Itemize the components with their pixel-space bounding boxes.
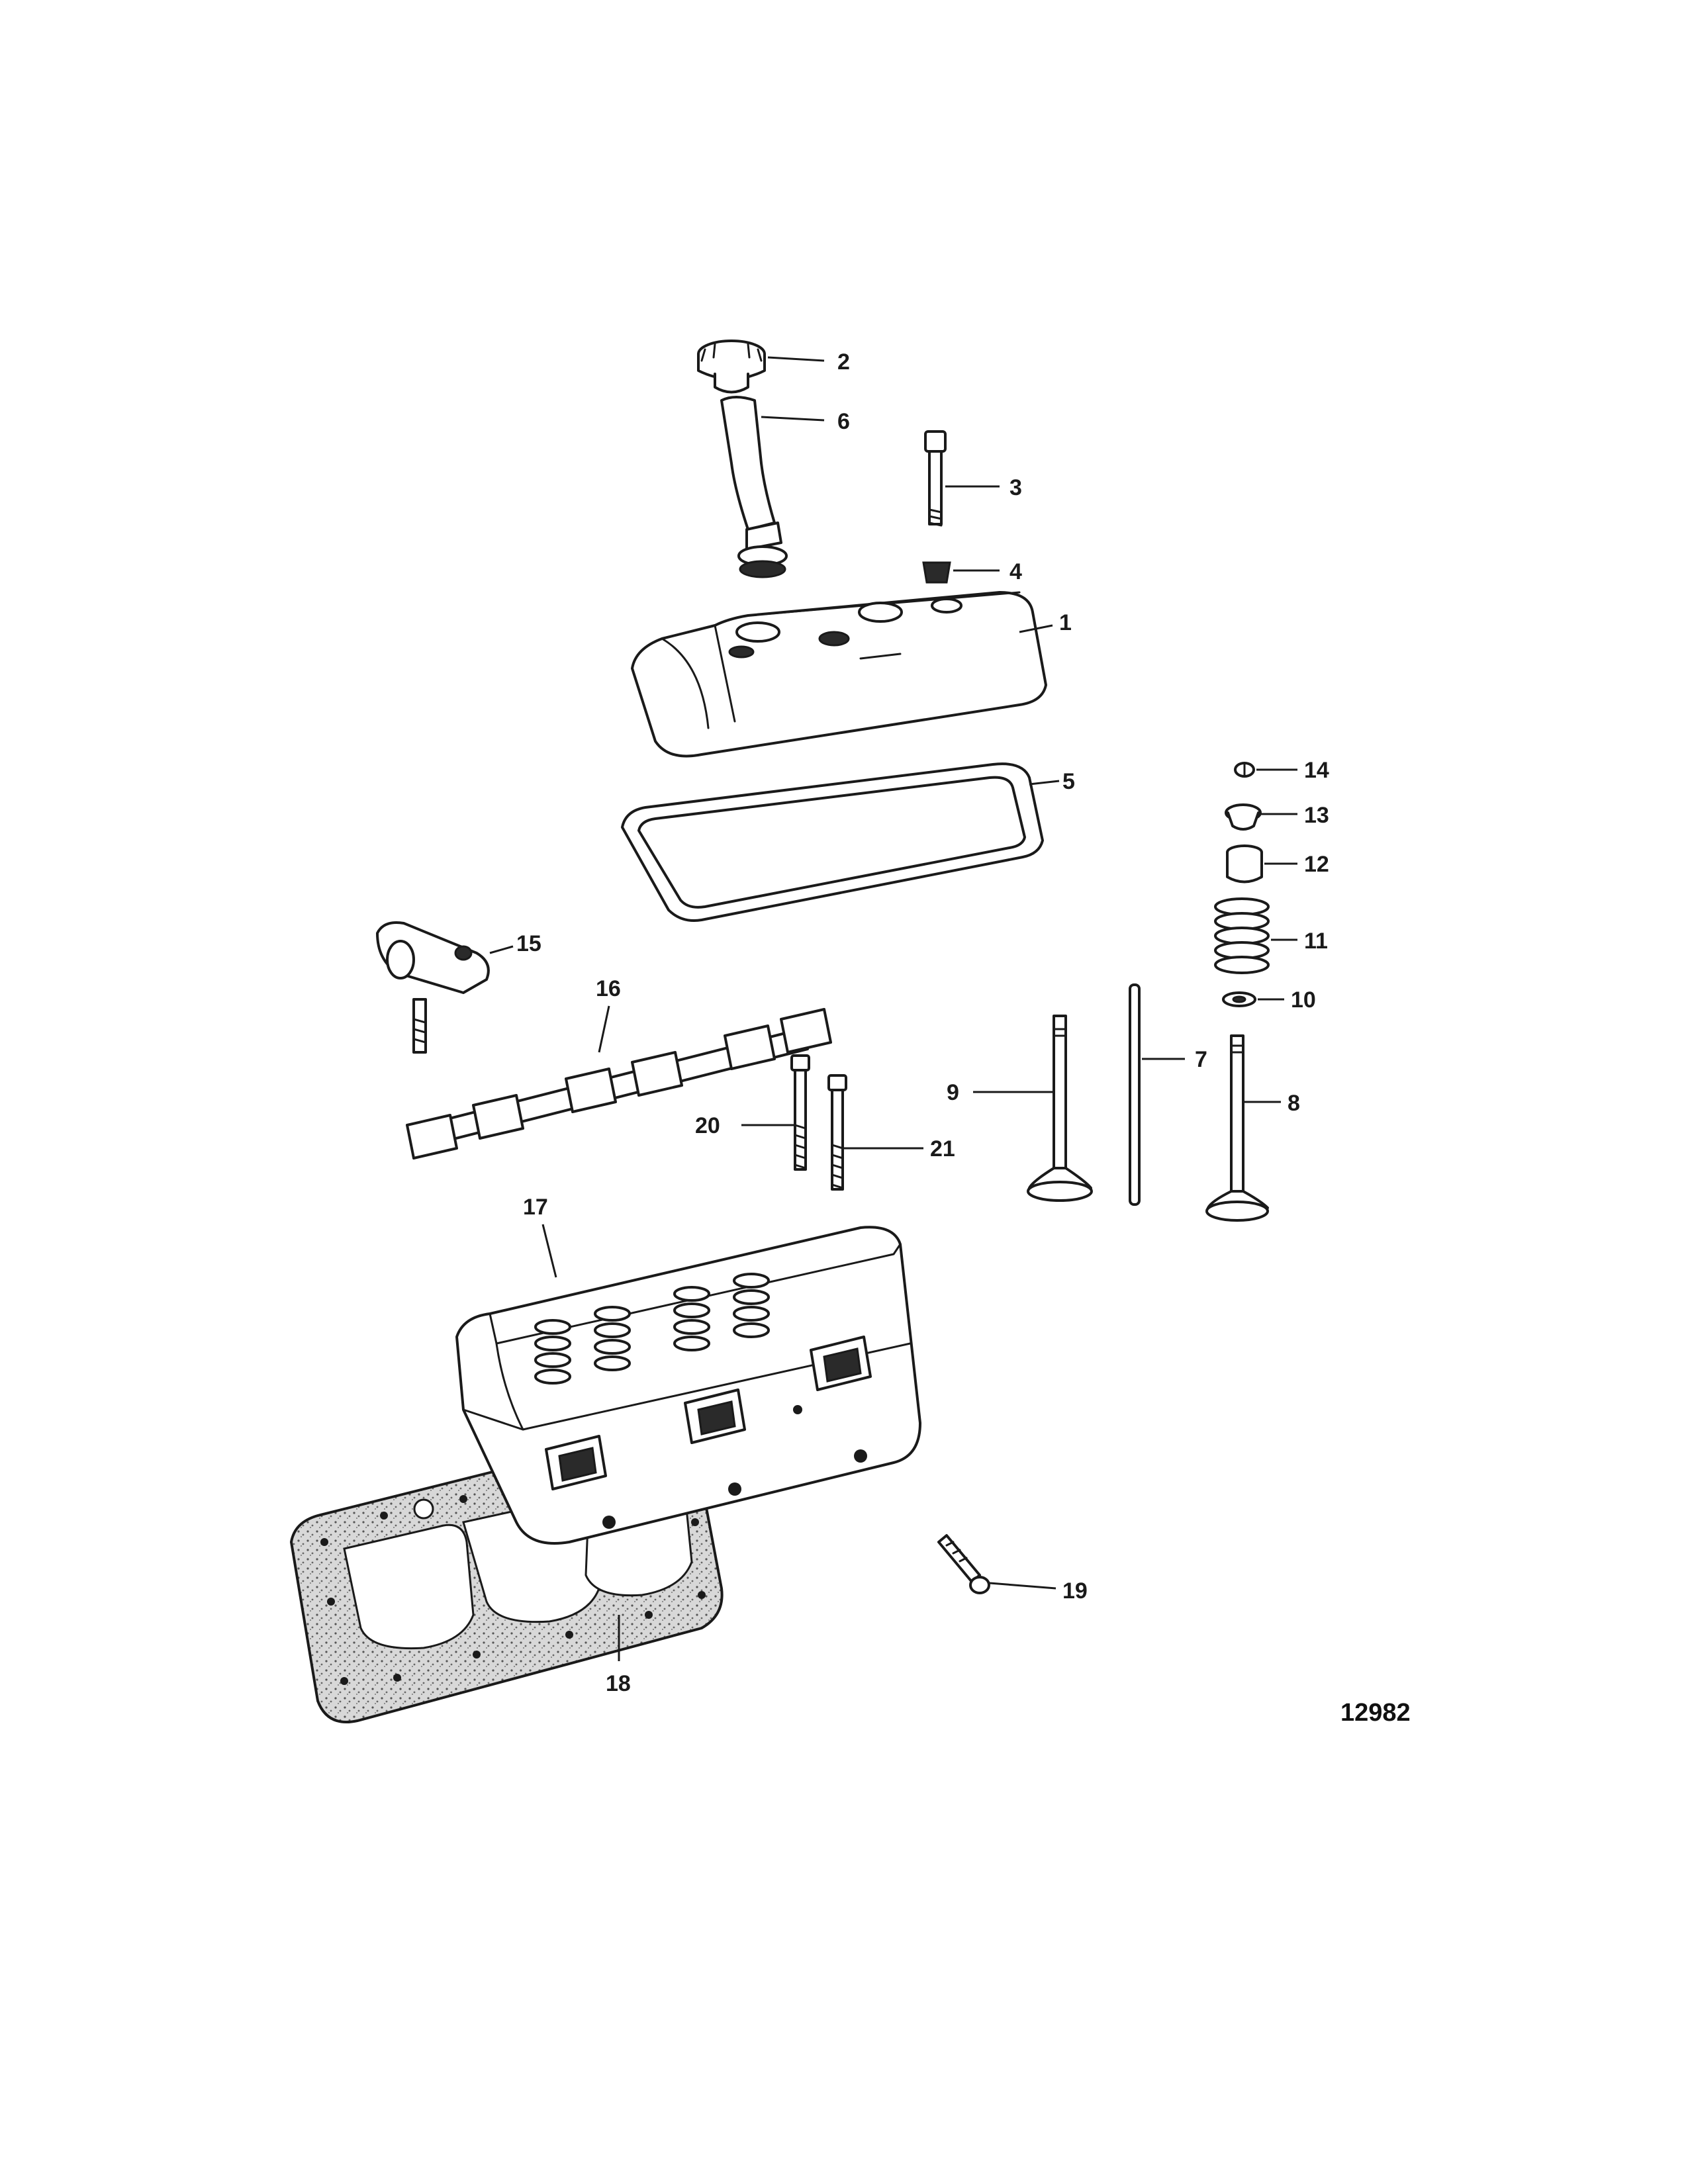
callout-12: 12 xyxy=(1304,852,1329,877)
callout-4: 4 xyxy=(1009,559,1022,584)
rocker-stud-bolt-21 xyxy=(827,1074,847,1191)
callout-8: 8 xyxy=(1288,1091,1300,1116)
valve-cover xyxy=(631,591,1047,758)
valve-cover-bolt xyxy=(924,430,947,527)
valve-spring xyxy=(1214,897,1270,974)
leader-1 xyxy=(1019,624,1053,633)
leader-6 xyxy=(761,416,825,422)
callout-21: 21 xyxy=(930,1136,955,1161)
intake-valve xyxy=(1027,1015,1093,1202)
valve-spring-shim xyxy=(1222,991,1256,1007)
leader-2 xyxy=(767,356,825,362)
callout-2: 2 xyxy=(837,349,850,375)
callout-15: 15 xyxy=(516,931,541,956)
callout-17: 17 xyxy=(523,1195,548,1220)
callout-1: 1 xyxy=(1059,610,1072,635)
callout-3: 3 xyxy=(1009,475,1022,500)
head-bolt xyxy=(937,1534,990,1594)
oil-filler-cap xyxy=(697,340,766,394)
callout-5: 5 xyxy=(1062,769,1075,794)
callout-14: 14 xyxy=(1304,758,1329,783)
rocker-guide-plate xyxy=(406,1008,832,1160)
callout-18: 18 xyxy=(606,1671,631,1696)
callout-7: 7 xyxy=(1195,1047,1207,1072)
push-rod xyxy=(1129,983,1141,1206)
figure-id: 12982 xyxy=(1340,1699,1411,1727)
leader-15 xyxy=(489,945,514,954)
oil-filler-tube xyxy=(720,396,788,578)
callout-11: 11 xyxy=(1304,929,1328,954)
valve-cover-gasket xyxy=(621,762,1044,922)
rocker-stud-bolt-20 xyxy=(790,1054,810,1171)
callout-13: 13 xyxy=(1304,803,1329,828)
callout-19: 19 xyxy=(1062,1578,1088,1604)
rocker-arm xyxy=(376,921,490,1054)
grommet xyxy=(922,561,951,584)
valve-keepers xyxy=(1234,762,1255,778)
callout-labels: 2 6 3 4 1 5 14 13 12 11 10 7 8 9 15 16 2… xyxy=(516,349,1329,1696)
cylinder-head xyxy=(455,1226,921,1545)
callout-10: 10 xyxy=(1291,987,1316,1013)
cylinder-head-ports xyxy=(545,1336,872,1490)
leader-5 xyxy=(1029,780,1060,786)
exhaust-valve xyxy=(1205,1034,1269,1222)
callout-9: 9 xyxy=(947,1080,959,1105)
callout-6: 6 xyxy=(837,409,850,434)
callout-16: 16 xyxy=(596,976,621,1001)
valve-spring-cap xyxy=(1225,803,1262,831)
leader-19 xyxy=(989,1582,1056,1590)
valve-oil-shield xyxy=(1226,844,1263,884)
leader-lines xyxy=(489,356,1297,1661)
leader-17 xyxy=(541,1224,557,1278)
cylinder-head-springs xyxy=(534,1273,770,1385)
leader-16 xyxy=(598,1005,610,1053)
callout-20: 20 xyxy=(695,1113,720,1138)
